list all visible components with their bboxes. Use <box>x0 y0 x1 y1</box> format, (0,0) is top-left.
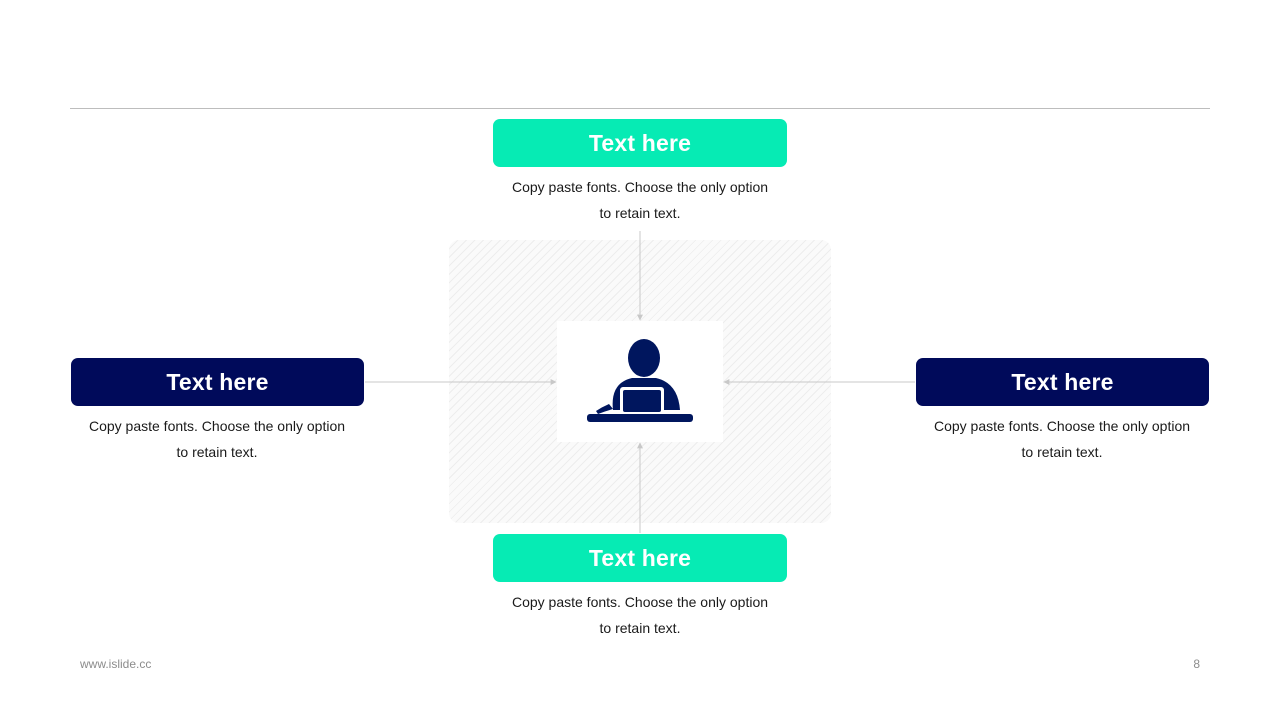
node-right-title: Text here <box>916 358 1209 406</box>
node-top-title-text: Text here <box>588 129 692 156</box>
node-top-title: Text here <box>493 119 787 167</box>
node-right-desc-line2: to retain text. <box>1021 444 1103 460</box>
page-number: 8 <box>1193 657 1200 671</box>
node-left-desc-line1: Copy paste fonts. Choose the only option <box>88 418 346 434</box>
node-bottom-desc-line1: Copy paste fonts. Choose the only option <box>511 594 769 610</box>
node-bottom-title: Text here <box>493 534 787 582</box>
node-bottom-desc-line2: to retain text. <box>599 620 681 636</box>
node-left-title: Text here <box>71 358 364 406</box>
node-left-title-text: Text here <box>166 368 269 395</box>
footer-url: www.islide.cc <box>80 657 152 671</box>
node-bottom-description: Copy paste fonts. Choose the only option… <box>490 589 790 641</box>
top-divider <box>70 108 1210 109</box>
node-top-desc-line2: to retain text. <box>599 205 681 221</box>
node-top-desc-line1: Copy paste fonts. Choose the only option <box>511 179 769 195</box>
node-left-description: Copy paste fonts. Choose the only option… <box>67 413 367 465</box>
node-right-desc-line1: Copy paste fonts. Choose the only option <box>933 418 1191 434</box>
node-top-description: Copy paste fonts. Choose the only option… <box>490 174 790 226</box>
node-right-description: Copy paste fonts. Choose the only option… <box>912 413 1212 465</box>
node-right-title-text: Text here <box>1011 368 1114 395</box>
node-bottom-title-text: Text here <box>588 544 692 571</box>
node-left-desc-line2: to retain text. <box>176 444 258 460</box>
person-at-laptop-icon <box>587 339 693 422</box>
